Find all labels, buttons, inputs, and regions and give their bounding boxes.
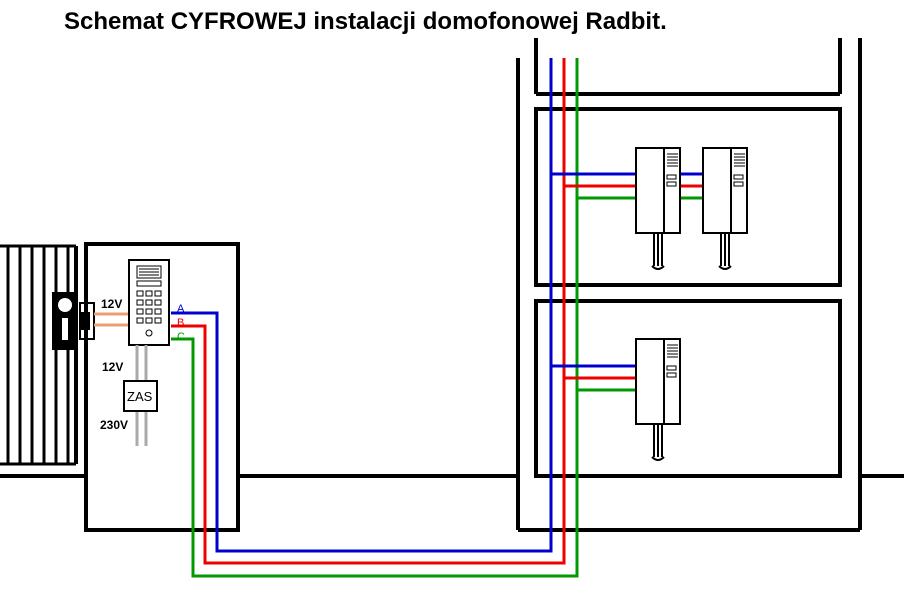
intercom-handset-icon (635, 338, 681, 461)
upper-taps (551, 172, 703, 200)
gate (0, 244, 78, 466)
intercom-handset-icon (635, 147, 681, 270)
lock-wires (94, 312, 128, 327)
entry-panel-keypad-icon (128, 259, 170, 346)
power-supply-box (123, 380, 158, 412)
lock-voltage-label: 12V (101, 297, 122, 311)
page-title: Schemat CYFROWEJ instalacji domofonowej … (64, 8, 667, 35)
wire-b (171, 58, 566, 565)
apartment-lower (534, 299, 842, 478)
psu-wires (135, 345, 148, 446)
lower-taps (551, 364, 636, 392)
mains-label: 230V (100, 418, 128, 432)
wire-c (171, 58, 579, 578)
wire-a (171, 58, 553, 553)
bus-wires (171, 58, 579, 578)
psu-label: ZAS (127, 389, 153, 404)
apartment-upper (534, 107, 842, 287)
intercom-handset-icon (702, 147, 748, 270)
building (516, 38, 862, 532)
gate-post (84, 242, 240, 532)
psu-output-label: 12V (102, 360, 123, 374)
wire-a-label: A (177, 303, 185, 315)
wire-b-label: B (177, 317, 184, 329)
wire-c-label: C (177, 331, 185, 343)
